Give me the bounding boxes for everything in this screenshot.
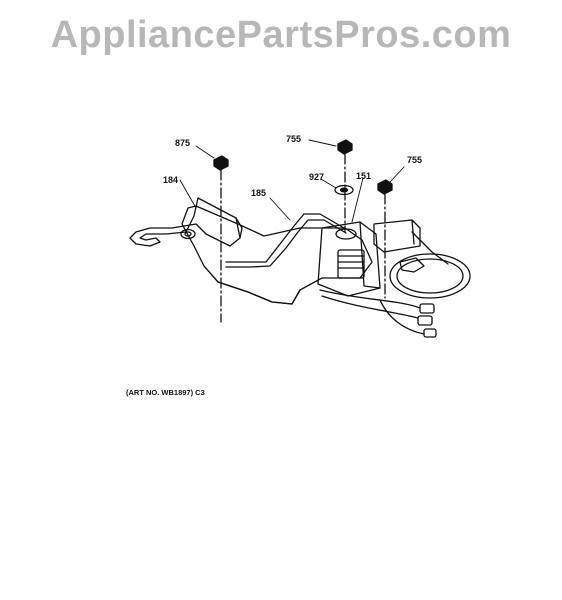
- base-plate: [181, 205, 373, 305]
- bent-wire-185-parallel: [225, 219, 347, 268]
- wire-harness-1: [319, 289, 421, 309]
- bent-wire-185: [225, 213, 345, 263]
- callout-875: 875: [175, 138, 191, 148]
- cam-disc: [389, 253, 471, 299]
- cam-disc-rim: [396, 258, 464, 294]
- leader-151: [351, 177, 364, 223]
- callout-184: 184: [163, 175, 179, 185]
- wire-harness-3: [379, 299, 425, 335]
- washer-927-hole: [339, 187, 349, 193]
- wire-harness-2: [321, 295, 419, 319]
- leader-755-center: [308, 139, 337, 147]
- leader-927: [320, 178, 337, 189]
- motor-housing-151-edge: [359, 221, 381, 289]
- callout-185: 185: [251, 188, 267, 198]
- cam-hub: [399, 257, 425, 273]
- leader-875: [195, 145, 215, 159]
- washer-927: [334, 184, 354, 196]
- hook-bracket-184-edge: [235, 217, 243, 239]
- screw-875-head: [213, 155, 229, 171]
- callout-151: 151: [356, 171, 372, 181]
- bracket-boss-inner: [184, 231, 192, 237]
- motor-winding: [337, 249, 365, 279]
- watermark-text: AppliancePartsPros.com: [50, 14, 512, 56]
- callout-755-center: 755: [286, 134, 302, 144]
- leader-184: [179, 179, 197, 209]
- wire-connector-1: [419, 303, 435, 314]
- base-plate-lower-edge: [203, 265, 301, 305]
- screw-755-center-head: [337, 139, 353, 155]
- bracket-boss: [180, 228, 196, 240]
- art-number-label: (ART NO. WB1897) C3: [126, 388, 205, 397]
- hook-bracket-184: [129, 197, 241, 247]
- motor-shaft-top: [335, 228, 357, 240]
- wire-connector-3: [423, 328, 437, 338]
- callout-927: 927: [309, 172, 325, 182]
- wire-connector-2: [417, 315, 433, 326]
- callout-755-right: 755: [407, 155, 423, 165]
- leader-755-right: [389, 166, 405, 183]
- leader-185: [269, 197, 291, 221]
- screw-755-right-head: [377, 179, 393, 195]
